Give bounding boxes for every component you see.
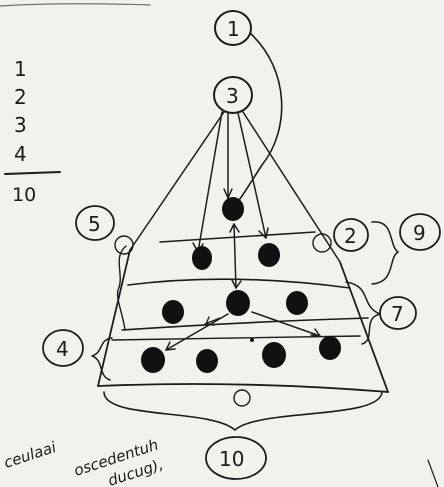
label-4: 4 [43,330,83,366]
label-4-text: 4 [56,337,69,361]
marker-base [234,390,250,406]
label-2-text: 2 [344,224,357,248]
dot-row2-left [192,246,212,270]
pyramid-base [98,384,388,392]
dot-row3-left [162,300,184,324]
label-7: 7 [380,297,416,329]
right-pyramid-edge-upper [243,112,340,262]
dot-row3-mid [226,290,250,316]
tally-line-1: 1 [14,57,27,81]
label-2: 2 [334,219,368,251]
brace-10 [104,392,382,430]
label-10: 10 [206,437,266,479]
tally-line-3: 3 [14,113,27,137]
label-1: 1 [215,11,251,45]
tally-line-4: 4 [14,142,27,166]
label-9-text: 9 [413,221,426,245]
brace-4 [92,338,112,380]
label-5-text: 5 [88,212,101,236]
label-1-text: 1 [227,17,240,41]
note-line-1: ceulaai [2,438,59,472]
label-3: 3 [214,77,252,113]
dot-apex [222,197,244,221]
tally-list: 1 2 3 4 10 [5,57,60,206]
marker-left-edge [115,236,133,254]
tally-sum-line [5,172,60,174]
connector-1-to-apex [236,33,282,204]
label-3-text: 3 [226,84,239,108]
dot-small [250,338,254,342]
pyramid-left-edge [98,250,130,386]
tally-total: 10 [12,184,36,206]
pyramid-line-1 [160,232,315,242]
page-corner-mark [428,460,438,487]
label-10-text: 10 [219,447,244,471]
handwritten-notes: ceulaai oscedentuh ducug), [2,436,166,487]
label-5: 5 [76,206,114,240]
label-9: 9 [400,214,440,250]
dot-row4-3 [262,342,286,368]
arrow-vertical-mid [234,224,236,288]
pyramid-line-3 [122,318,368,330]
dot-row2-right [258,243,280,267]
dot-row4-2 [196,349,218,373]
page-edge-line [0,4,150,6]
internal-arrows [166,224,320,350]
dot-row4-4 [319,336,341,360]
arrowhead-row4-right [311,329,320,336]
label-7-text: 7 [391,302,404,326]
arrow-to-row4-right [252,312,320,336]
brace-9 [372,222,398,284]
arrow-3-to-right-dot [238,113,266,238]
dot-row4-1 [141,347,165,373]
dot-row3-right [286,291,308,315]
tally-line-2: 2 [14,85,27,109]
